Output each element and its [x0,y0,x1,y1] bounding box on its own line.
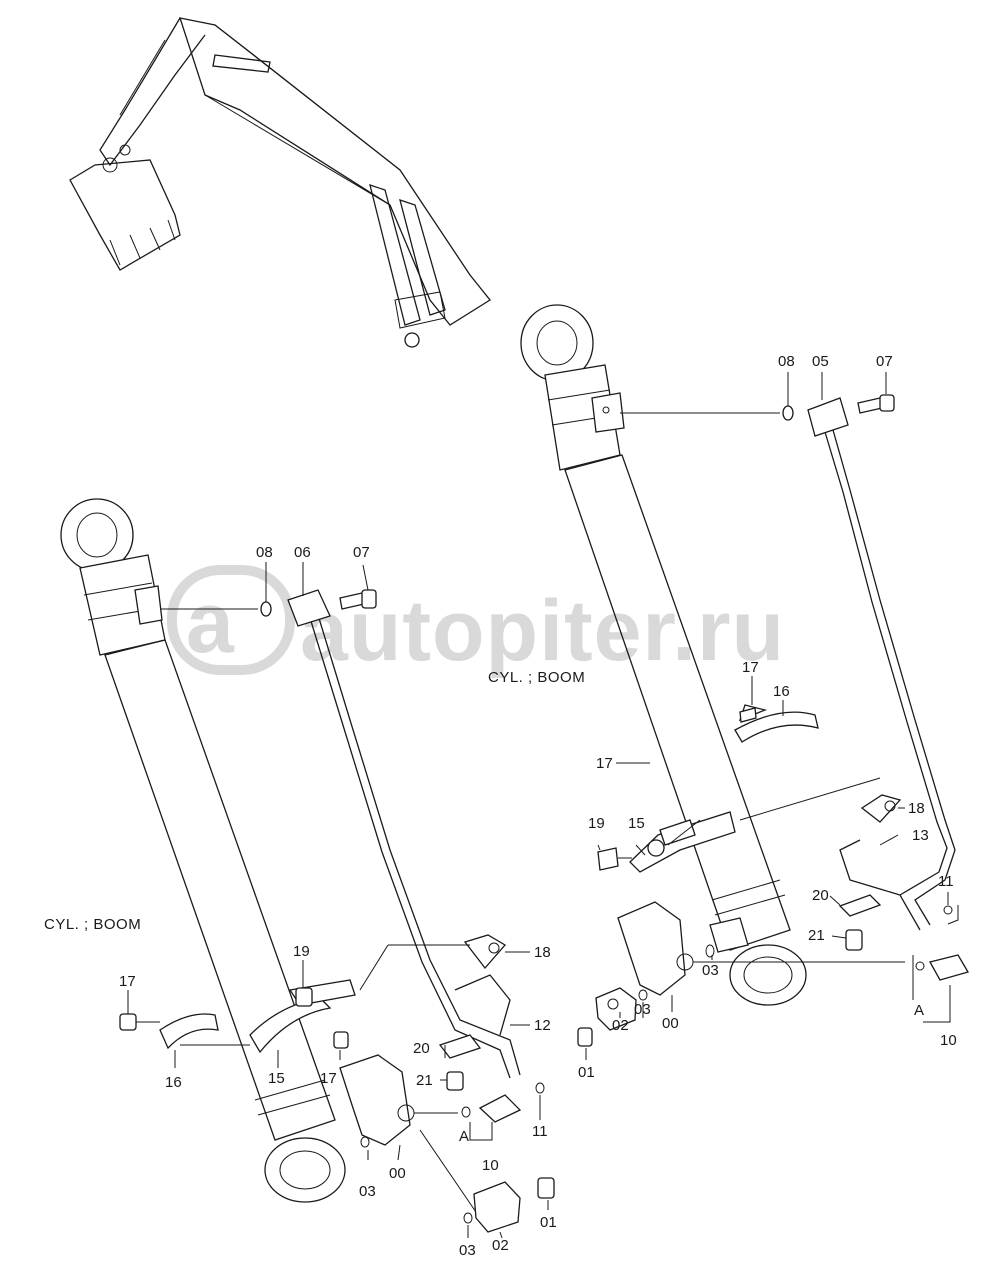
excavator-overview [69,17,491,348]
label-right-01: 01 [578,1064,595,1081]
label-right-11: 11 [938,873,954,890]
label-right-16: 16 [773,683,790,700]
label-left-17a: 17 [119,973,136,990]
label-right-03a: 03 [702,962,719,979]
label-left-20: 20 [413,1040,430,1057]
label-right-17a: 17 [742,659,759,676]
label-left-03b: 03 [459,1242,476,1259]
o-ring-08-left [260,601,272,617]
flange-block-06 [287,589,331,627]
label-right-03b: 03 [634,1001,651,1018]
clip-20 [838,894,882,917]
flange-block-05 [807,397,849,437]
label-left-A: A [459,1128,469,1145]
valve-00-left [339,1054,411,1146]
label-left-17b: 17 [320,1070,337,1087]
valve-00 [617,901,686,996]
label-left-06: 06 [294,544,311,561]
label-right-17b: 17 [596,755,613,772]
flange-02 [595,987,637,1031]
label-left-01: 01 [540,1214,557,1231]
label-right-02: 02 [612,1017,629,1034]
right-pipe [832,429,956,926]
label-left-07: 07 [353,544,370,561]
label-right-05: 05 [812,353,829,370]
bracket-18 [860,794,902,823]
caption-right-cylinder: CYL. ; BOOM [488,669,585,686]
label-left-18: 18 [534,944,551,961]
label-right-20: 20 [812,887,829,904]
label-right-00: 00 [662,1015,679,1032]
label-left-12: 12 [534,1017,551,1034]
bracket-15-left [249,997,332,1054]
watermark-logo-letter: a [186,575,235,671]
watermark: a autopiter.ru [167,565,785,679]
clamp-16-left [159,1013,219,1050]
clamp-16 [734,711,819,743]
label-left-11: 11 [532,1123,548,1140]
left-pipe [317,614,521,1076]
bracket-15 [629,811,736,873]
label-left-08: 08 [256,544,273,561]
label-right-07: 07 [876,353,893,370]
label-right-15: 15 [628,815,645,832]
label-left-16: 16 [165,1074,182,1091]
right-boom-cylinder [520,304,807,1006]
watermark-text: autopiter.ru [300,583,785,679]
label-left-15: 15 [268,1070,285,1087]
label-right-19: 19 [588,815,605,832]
label-right-A: A [914,1002,924,1019]
label-right-08: 08 [778,353,795,370]
left-boom-cylinder [60,498,346,1203]
label-left-10: 10 [482,1157,499,1174]
label-left-21: 21 [416,1072,433,1089]
label-left-02: 02 [492,1237,509,1254]
label-right-10: 10 [940,1032,957,1049]
caption-left-cylinder: CYL. ; BOOM [44,916,141,933]
label-left-03a: 03 [359,1183,376,1200]
label-right-18: 18 [908,800,925,817]
label-right-13: 13 [912,827,929,844]
label-left-00: 00 [389,1165,406,1182]
o-ring-08 [782,405,794,421]
label-left-19: 19 [293,943,310,960]
label-right-21: 21 [808,927,825,944]
